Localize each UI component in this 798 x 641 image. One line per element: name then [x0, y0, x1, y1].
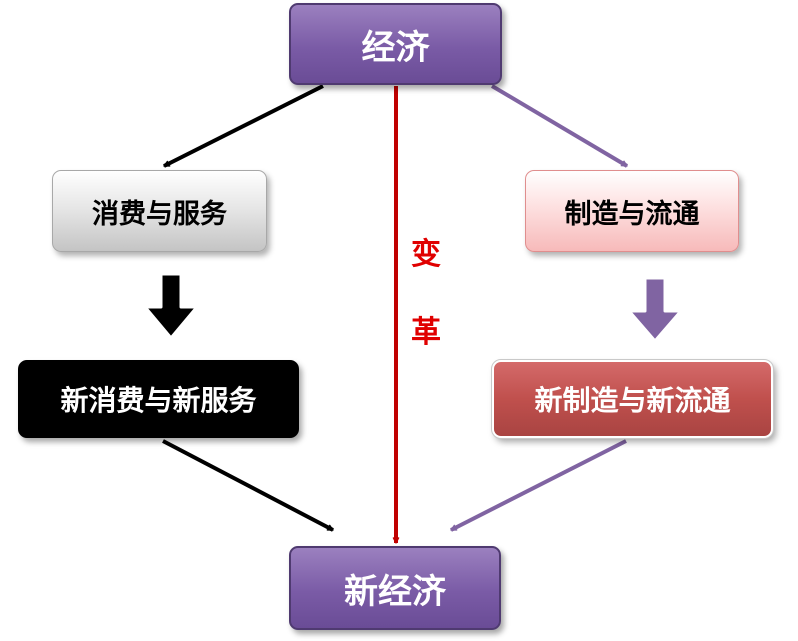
new-economy-label: 新经济: [344, 571, 446, 612]
new-manufacturing-circulation-label: 新制造与新流通: [534, 384, 731, 417]
reform-label-char-1: 变: [411, 237, 441, 272]
consumption-services-label: 消费与服务: [92, 198, 227, 230]
arrow-economy-to-consumption: [164, 84, 324, 168]
economy-label: 经济: [361, 27, 430, 68]
new-manufacturing-circulation-node: 新制造与新流通: [491, 359, 774, 439]
arrow-economy-to-manufacturing: [490, 84, 627, 168]
consumption-services-node: 消费与服务: [52, 170, 267, 252]
new-economy-node: 新经济: [289, 546, 501, 630]
new-consumption-services-label: 新消费与新服务: [60, 384, 257, 417]
manufacturing-circulation-label: 制造与流通: [564, 198, 700, 230]
arrow-new-consumption-to-new-economy: [162, 439, 333, 532]
economy-node: 经济: [289, 3, 502, 85]
block-arrow-right: [627, 276, 683, 343]
reform-label-char-2: 革: [411, 315, 441, 350]
block-arrow-left: [143, 272, 199, 340]
arrow-new-manufacturing-to-new-economy: [451, 439, 627, 532]
new-consumption-services-node: 新消费与新服务: [18, 360, 299, 438]
manufacturing-circulation-node: 制造与流通: [525, 170, 739, 252]
